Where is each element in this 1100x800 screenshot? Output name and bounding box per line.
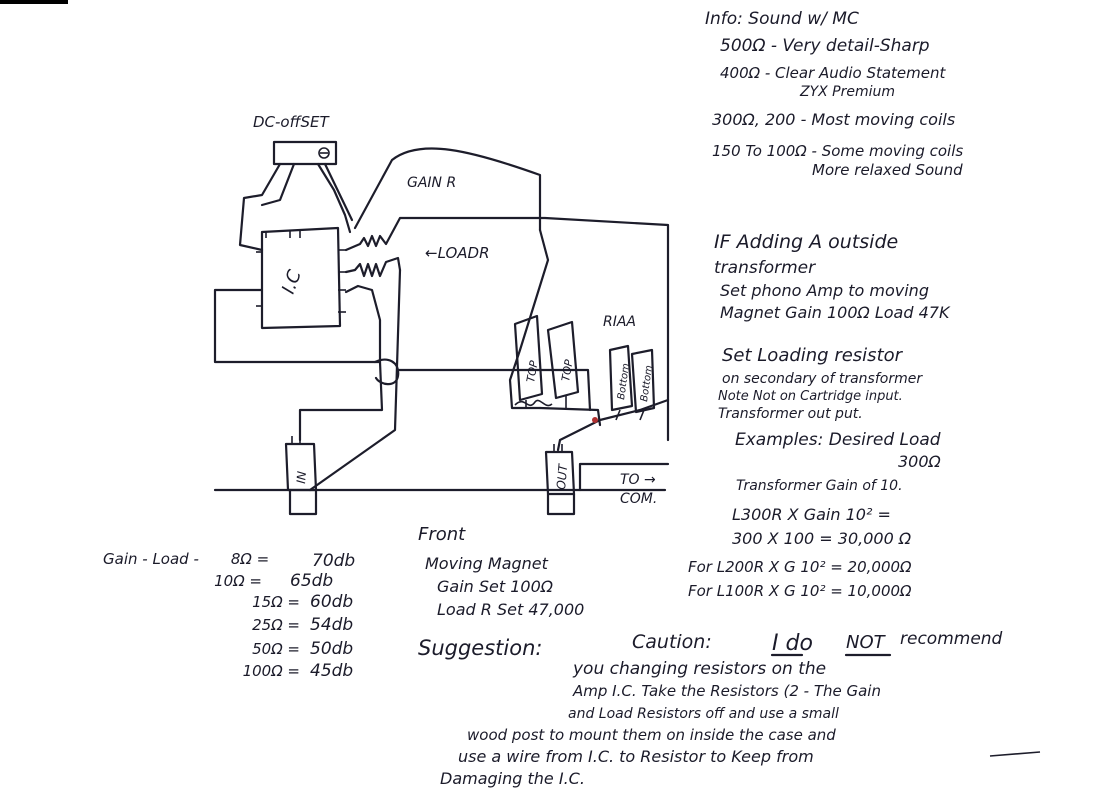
gain-row-load: 10Ω = bbox=[214, 572, 262, 590]
offset-lead-left bbox=[238, 162, 282, 252]
info-line-1: Info: Sound w/ MC bbox=[705, 9, 859, 29]
front-label: Front bbox=[418, 524, 466, 545]
info-notes: Info: Sound w/ MC 500Ω - Very detail-Sha… bbox=[705, 9, 963, 179]
gain-row-gain: 45db bbox=[310, 661, 353, 681]
tf-line-15: For L100R X G 10² = 10,000Ω bbox=[688, 582, 912, 600]
gain-row-load: 50Ω = bbox=[252, 640, 300, 658]
gain-row-load: 15Ω = bbox=[252, 593, 300, 611]
gain-row-gain: 50db bbox=[310, 639, 353, 659]
riaa-resistor-squiggle bbox=[514, 399, 553, 407]
offset-lead-right2 bbox=[323, 162, 354, 222]
gain-row-gain: 54db bbox=[310, 615, 353, 635]
gain-row-load: 100Ω = bbox=[243, 662, 300, 680]
info-line-6: 150 To 100Ω - Some moving coils bbox=[712, 142, 963, 160]
gain-load-table: Gain - Load - 8Ω = 70db 10Ω = 65db 15Ω =… bbox=[103, 550, 355, 681]
riaa-to-rail bbox=[598, 398, 670, 422]
cap-label-4: Bottom bbox=[639, 364, 655, 402]
gain-loop-wire bbox=[353, 147, 542, 232]
tf-line-7: Note Not on Cartridge input. bbox=[718, 389, 903, 404]
gain-r-label: GAIN R bbox=[407, 175, 456, 191]
info-line-7: More relaxed Sound bbox=[812, 161, 963, 179]
riaa-label: RIAA bbox=[603, 314, 636, 330]
dc-offset-pot bbox=[272, 140, 338, 166]
gain-row-gain: 60db bbox=[310, 592, 353, 612]
info-line-5: 300Ω, 200 - Most moving coils bbox=[712, 110, 955, 129]
scan-corner-mark bbox=[0, 0, 68, 4]
suggestion-notes: Suggestion: Caution: I do NOT recommend … bbox=[418, 629, 1003, 788]
suggestion-prefix: Suggestion: bbox=[418, 636, 542, 660]
tf-line-3: Set phono Amp to moving bbox=[720, 281, 929, 300]
gain-row-load: 8Ω = bbox=[231, 550, 269, 568]
suggestion-line-3: Amp I.C. Take the Resistors (2 - The Gai… bbox=[572, 682, 881, 700]
tf-line-13: 300 X 100 = 30,000 Ω bbox=[732, 529, 912, 548]
suggestion-line-6: use a wire from I.C. to Resistor to Keep… bbox=[458, 747, 814, 766]
cap-label-1: TOP bbox=[524, 359, 541, 383]
out-ground-wire bbox=[578, 462, 670, 492]
front-notes: Moving Magnet Gain Set 100Ω Load R Set 4… bbox=[425, 554, 584, 619]
to-com-label-2: COM. bbox=[620, 491, 657, 507]
gain-resistor-wire bbox=[344, 216, 670, 442]
tf-line-12: L300R X Gain 10² = bbox=[732, 505, 891, 524]
suggestion-recommend: recommend bbox=[900, 629, 1003, 649]
front-line-3: Load R Set 47,000 bbox=[437, 600, 584, 619]
tf-line-5: Set Loading resistor bbox=[722, 345, 904, 366]
suggestion-not: NOT bbox=[846, 632, 887, 653]
wire-crossover bbox=[373, 358, 400, 386]
solder-point bbox=[592, 417, 598, 423]
out-jack bbox=[544, 444, 576, 516]
riaa-cap-3 bbox=[608, 344, 634, 421]
in-label: IN bbox=[294, 471, 309, 485]
gain-table-header: Gain - Load - bbox=[103, 550, 199, 568]
cap-label-2: TOP bbox=[559, 358, 576, 382]
tf-line-14: For L200R X G 10² = 20,000Ω bbox=[688, 558, 912, 576]
suggestion-line-2: you changing resistors on the bbox=[572, 659, 826, 679]
load-resistor-wire bbox=[344, 256, 402, 278]
input-signal-wire bbox=[308, 268, 402, 492]
ic-out-wire bbox=[344, 284, 382, 364]
suggestion-i-do: I do bbox=[772, 631, 813, 656]
info-line-4: ZYX Premium bbox=[799, 84, 895, 100]
tf-line-11: Transformer Gain of 10. bbox=[736, 478, 903, 494]
gain-row-load: 25Ω = bbox=[252, 616, 300, 634]
tf-line-4: Magnet Gain 100Ω Load 47K bbox=[720, 303, 951, 322]
riaa-ground-wire bbox=[396, 368, 592, 412]
ground-loop-wire bbox=[213, 288, 384, 442]
gain-row-gain: 65db bbox=[290, 571, 333, 591]
gain-row-gain: 70db bbox=[312, 551, 355, 571]
ic-label: I.C bbox=[278, 267, 306, 297]
offset-lead-right bbox=[316, 162, 352, 234]
transformer-notes: IF Adding A outside transformer Set phon… bbox=[688, 231, 951, 600]
strike-from bbox=[989, 751, 1041, 757]
tf-line-9: Examples: Desired Load bbox=[735, 430, 941, 450]
info-line-2: 500Ω - Very detail-Sharp bbox=[720, 36, 930, 56]
suggestion-line-4: and Load Resistors off and use a small bbox=[568, 706, 839, 722]
riaa-cap-2 bbox=[546, 320, 580, 408]
suggestion-line-5: wood post to mount them on inside the ca… bbox=[467, 726, 836, 744]
riaa-cap-4 bbox=[630, 348, 656, 421]
riaa-cap-1 bbox=[513, 314, 544, 408]
tf-line-8: Transformer out put. bbox=[718, 406, 863, 422]
ic-chip bbox=[256, 226, 346, 330]
offset-lead-left2 bbox=[260, 162, 296, 207]
tf-line-2: transformer bbox=[714, 258, 816, 278]
tf-line-10: 300Ω bbox=[898, 452, 942, 471]
front-line-1: Moving Magnet bbox=[425, 554, 549, 573]
in-jack bbox=[284, 436, 318, 516]
dc-offset-label: DC-offSET bbox=[253, 113, 330, 131]
riaa-feed-wire bbox=[508, 228, 550, 410]
tf-line-6: on secondary of transformer bbox=[722, 371, 923, 387]
out-jack-lead bbox=[556, 418, 602, 452]
tf-line-1: IF Adding A outside bbox=[714, 231, 898, 253]
front-line-2: Gain Set 100Ω bbox=[437, 577, 554, 596]
cap-label-3: Bottom bbox=[616, 362, 632, 400]
load-r-label: ←LOADR bbox=[425, 244, 490, 262]
to-com-label-1: TO → bbox=[620, 472, 656, 488]
out-label: OUT bbox=[554, 462, 570, 490]
riaa-out-wire bbox=[538, 406, 602, 427]
suggestion-line-7: Damaging the I.C. bbox=[440, 769, 585, 788]
suggestion-caution: Caution: bbox=[632, 631, 712, 653]
info-line-3: 400Ω - Clear Audio Statement bbox=[720, 64, 946, 82]
